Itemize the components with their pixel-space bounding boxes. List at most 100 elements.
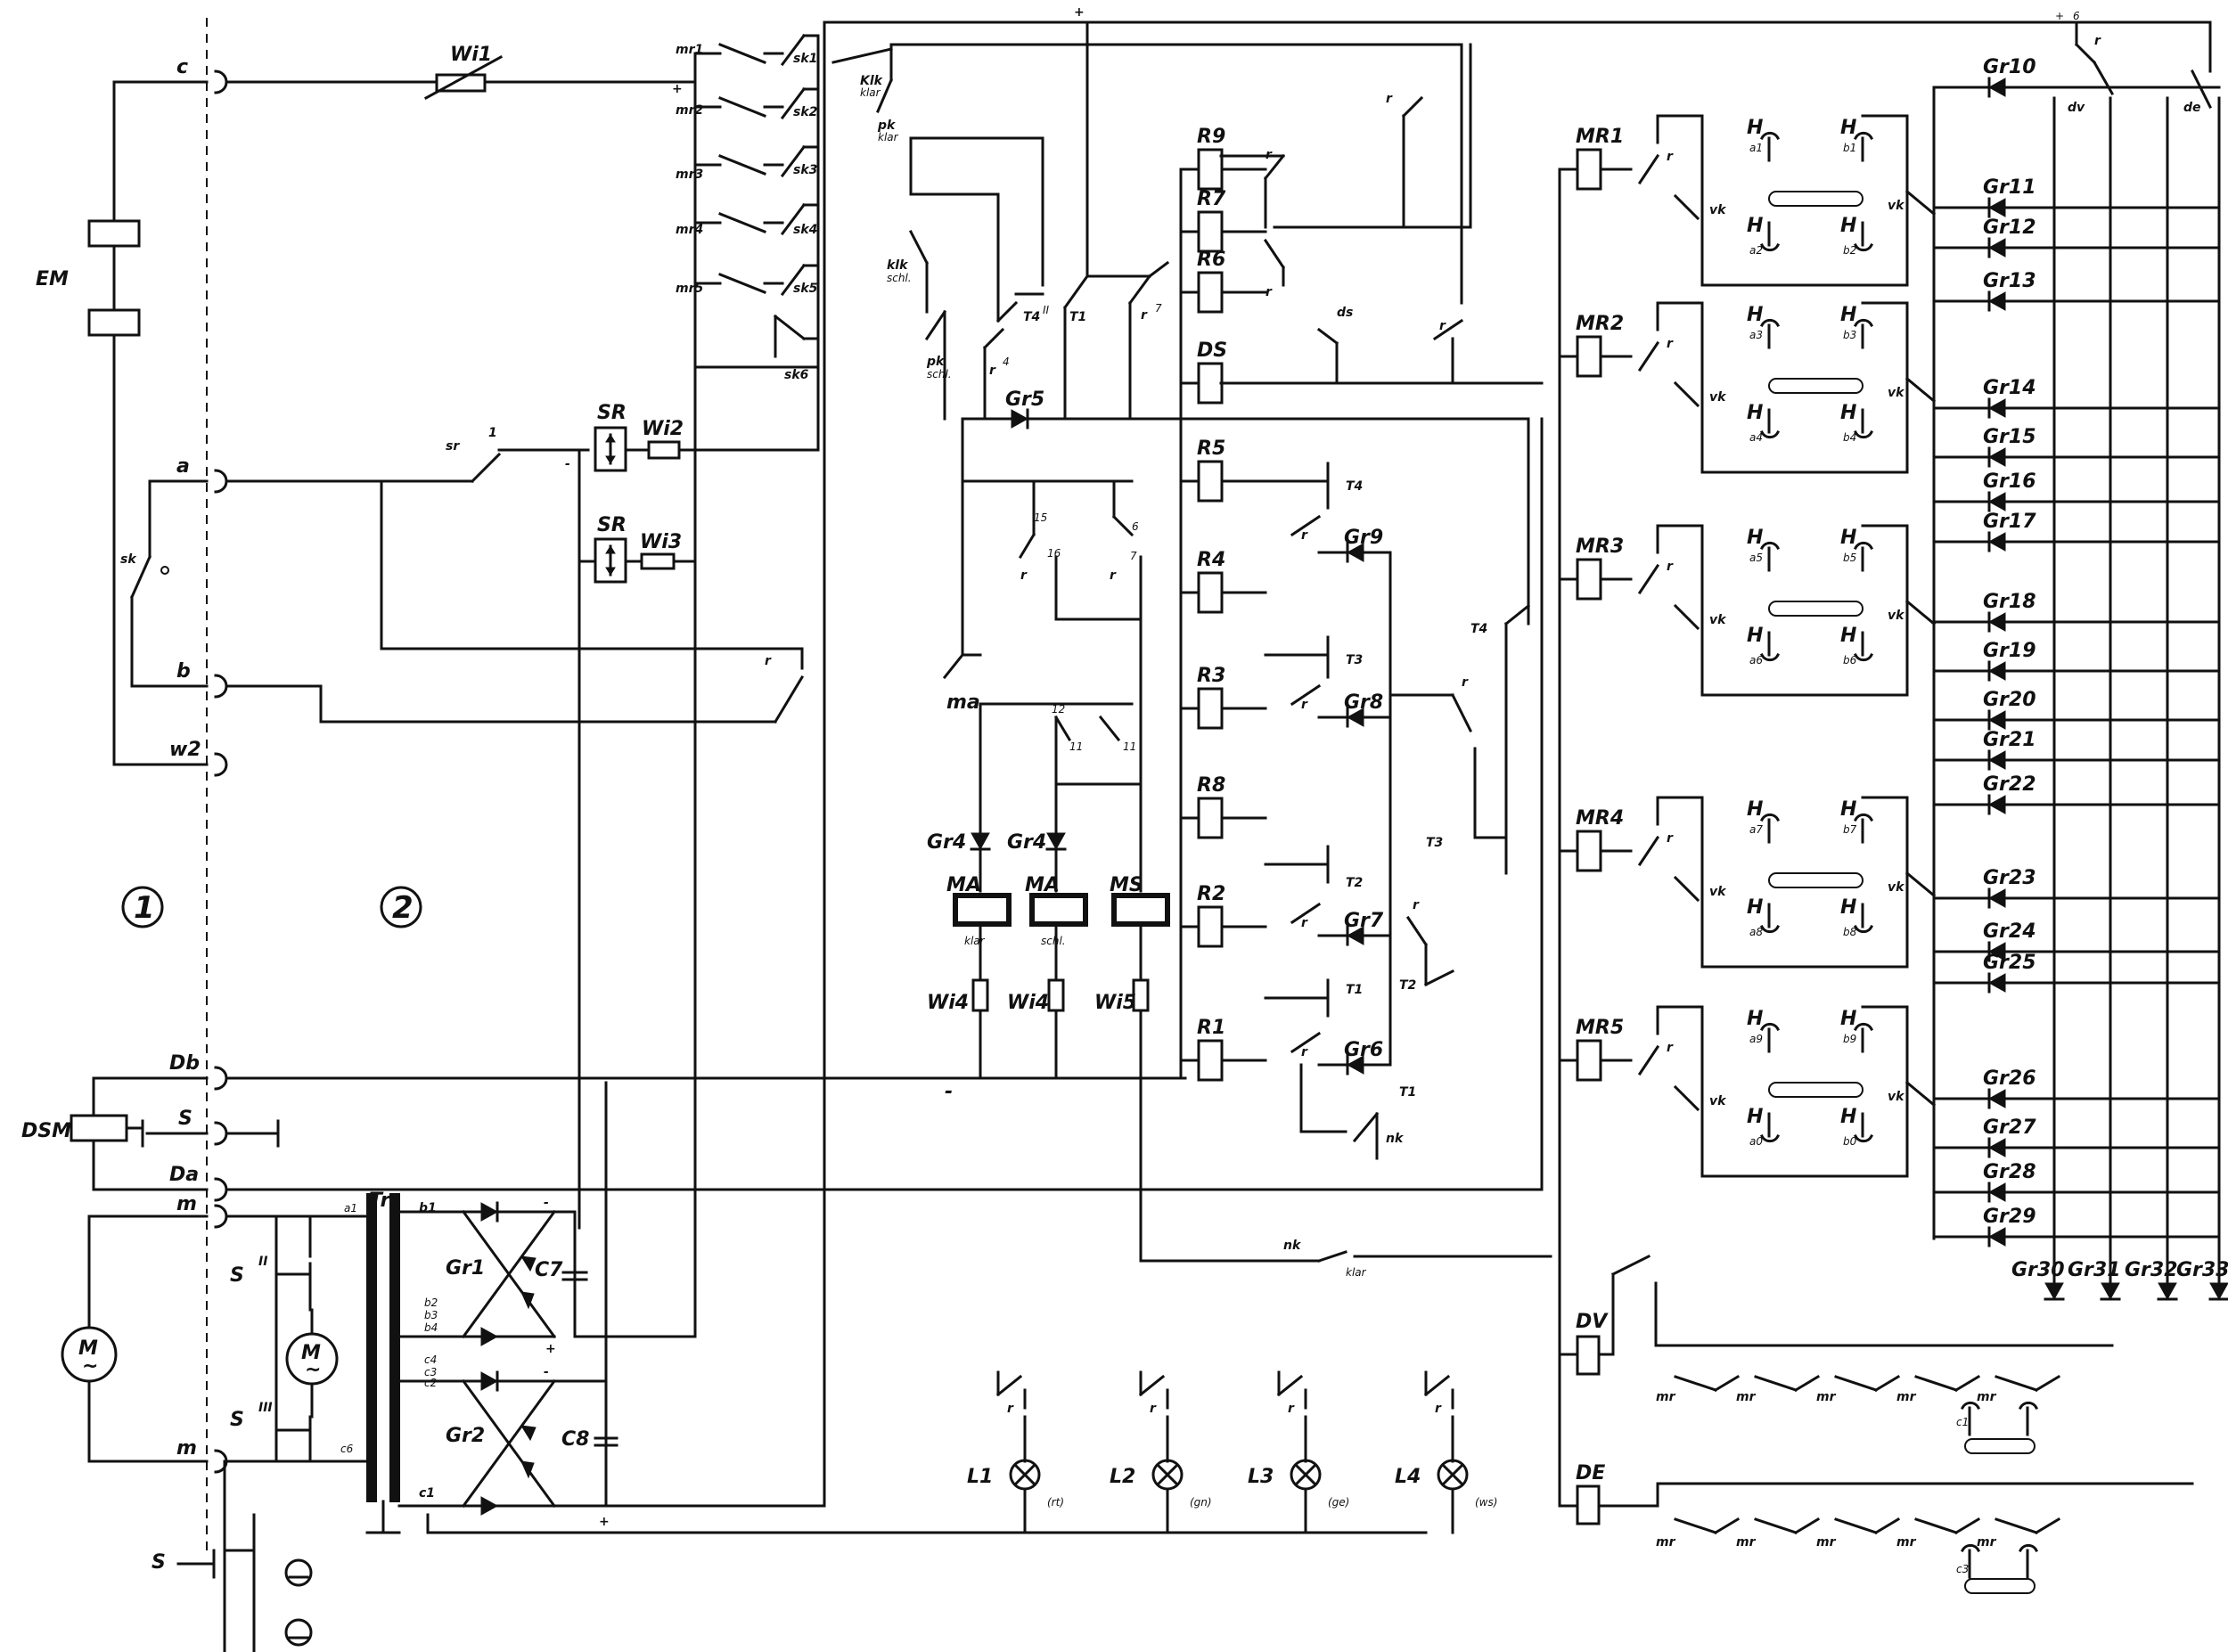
svg-text:r: r bbox=[1141, 308, 1148, 323]
svg-text:schl.: schl. bbox=[1041, 935, 1066, 947]
pk-klar-contact: pk klar bbox=[877, 119, 913, 162]
dsm-magnet: DSM bbox=[21, 1076, 144, 1191]
svg-text:S: S bbox=[152, 1551, 166, 1574]
svg-text:Gr20: Gr20 bbox=[1983, 689, 2036, 711]
r3-top-contact: r 6 + bbox=[2055, 10, 2101, 65]
diode-gr15: Gr15 bbox=[1932, 426, 2221, 468]
t2-relay-stack: T2 r Gr7 bbox=[1264, 845, 1392, 946]
svg-text:r: r bbox=[1150, 1402, 1157, 1416]
mr-sk-ladder bbox=[693, 34, 820, 452]
svg-text:C7: C7 bbox=[535, 1259, 563, 1281]
svg-text:mr4: mr4 bbox=[676, 223, 703, 237]
svg-text:11: 11 bbox=[1069, 740, 1083, 753]
relay-r3: R3 bbox=[1179, 665, 1267, 730]
svg-text:Wi2: Wi2 bbox=[642, 418, 684, 440]
svg-text:DSM: DSM bbox=[21, 1120, 71, 1142]
svg-text:Da: Da bbox=[169, 1164, 199, 1186]
relay-r6: R6 bbox=[1179, 249, 1267, 314]
svg-text:H: H bbox=[1840, 304, 1856, 326]
svg-text:MS: MS bbox=[1110, 874, 1143, 896]
terminal-b: b bbox=[130, 660, 228, 699]
svg-text:T4: T4 bbox=[1023, 310, 1040, 324]
svg-text:ds: ds bbox=[1337, 306, 1353, 320]
svg-text:H: H bbox=[1747, 527, 1763, 549]
svg-text:Wi4: Wi4 bbox=[927, 992, 969, 1014]
mr-sk-row-3: mr3 sk3 bbox=[676, 144, 820, 182]
svg-text:klar: klar bbox=[964, 935, 986, 947]
svg-text:r: r bbox=[1266, 285, 1273, 299]
svg-text:12: 12 bbox=[1052, 703, 1065, 716]
resistor-wi4-b: Wi4 bbox=[1007, 922, 1065, 1080]
diode-gr11: Gr11 bbox=[1932, 176, 2221, 218]
svg-text:R1: R1 bbox=[1197, 1017, 1225, 1039]
t1-relay-stack: T1 r Gr6 bbox=[1264, 978, 1392, 1075]
svg-text:S: S bbox=[178, 1108, 192, 1130]
t4-relay-stack: T4 r Gr9 bbox=[1264, 462, 1392, 563]
right-diode-column: Gr10Gr11Gr12Gr13Gr14Gr15Gr16Gr17Gr18Gr19… bbox=[1932, 56, 2228, 1301]
dv-contact: dv bbox=[2068, 60, 2115, 115]
svg-text:mr: mr bbox=[1977, 1535, 1997, 1550]
diode-gr26: Gr26 bbox=[1932, 1067, 2221, 1109]
svg-text:a: a bbox=[176, 455, 190, 478]
svg-text:Gr32: Gr32 bbox=[2125, 1259, 2178, 1281]
svg-text:a2: a2 bbox=[1749, 244, 1763, 257]
svg-text:H: H bbox=[1747, 215, 1763, 237]
section-label-1: 1 bbox=[121, 886, 164, 928]
svg-text:H: H bbox=[1840, 215, 1856, 237]
svg-text:H: H bbox=[1747, 625, 1763, 647]
svg-text:r: r bbox=[1020, 568, 1028, 583]
relay-r5: R5 bbox=[1179, 438, 1267, 503]
svg-text:Gr4: Gr4 bbox=[927, 831, 966, 854]
svg-text:Gr30: Gr30 bbox=[2011, 1259, 2065, 1281]
svg-text:nk: nk bbox=[1283, 1239, 1302, 1253]
svg-text:klar: klar bbox=[860, 86, 881, 99]
svg-text:schl.: schl. bbox=[927, 368, 952, 380]
svg-text:H: H bbox=[1840, 527, 1856, 549]
svg-text:b4: b4 bbox=[424, 1321, 438, 1334]
relay-r4: R4 bbox=[1179, 549, 1267, 614]
diode-gr19: Gr19 bbox=[1932, 640, 2221, 682]
svg-text:Gr16: Gr16 bbox=[1983, 470, 2036, 493]
resistor-wi5: Wi5 bbox=[1094, 922, 1150, 1263]
svg-text:mr5: mr5 bbox=[676, 282, 703, 296]
svg-text:T1: T1 bbox=[1399, 1085, 1416, 1100]
svg-text:MR3: MR3 bbox=[1576, 536, 1624, 558]
svg-text:b0: b0 bbox=[1843, 1135, 1857, 1148]
svg-text:r: r bbox=[989, 364, 996, 378]
de-contact: de bbox=[2183, 69, 2213, 115]
r7-contact: r 7 bbox=[1127, 260, 1170, 421]
svg-text:b2: b2 bbox=[424, 1296, 438, 1309]
svg-text:SR: SR bbox=[597, 514, 627, 536]
svg-text:pk: pk bbox=[877, 119, 897, 133]
svg-text:DE: DE bbox=[1576, 1462, 1605, 1484]
svg-text:vk: vk bbox=[1888, 386, 1905, 400]
svg-text:III: III bbox=[258, 1401, 273, 1415]
r8-contact: r 6 7 bbox=[1110, 479, 1143, 893]
mr-sk-row-6: sk6 bbox=[773, 314, 820, 382]
svg-text:Wi4: Wi4 bbox=[1007, 992, 1049, 1014]
svg-text:r: r bbox=[1439, 319, 1446, 333]
svg-text:r: r bbox=[1667, 560, 1674, 574]
svg-text:H: H bbox=[1840, 1008, 1856, 1030]
svg-text:M: M bbox=[301, 1342, 321, 1364]
svg-text:H: H bbox=[1747, 1008, 1763, 1030]
svg-text:mr: mr bbox=[1896, 1535, 1917, 1550]
svg-text:R2: R2 bbox=[1197, 883, 1225, 905]
svg-text:de: de bbox=[2183, 101, 2201, 115]
diode-gr17: Gr17 bbox=[1932, 511, 2221, 552]
svg-text:b7: b7 bbox=[1843, 823, 1857, 836]
svg-text:Gr28: Gr28 bbox=[1983, 1161, 2036, 1183]
em-magnet: EM bbox=[36, 80, 141, 766]
relay-r1: R1 bbox=[1179, 1017, 1267, 1082]
svg-text:vk: vk bbox=[1709, 203, 1727, 217]
svg-text:II: II bbox=[1043, 304, 1050, 316]
terminal-m-bottom: m bbox=[87, 1437, 228, 1474]
svg-text:mr: mr bbox=[1816, 1390, 1837, 1404]
svg-text:Gr4: Gr4 bbox=[1007, 831, 1046, 854]
section-label-2: 2 bbox=[380, 886, 422, 928]
